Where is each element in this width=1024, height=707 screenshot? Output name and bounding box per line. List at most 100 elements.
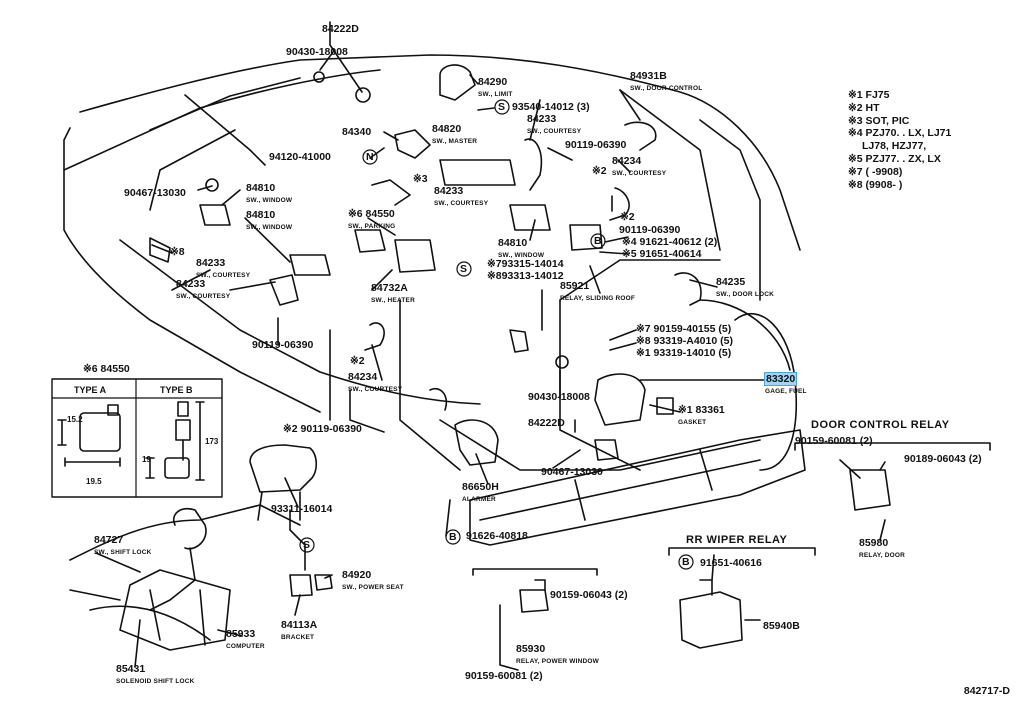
- marker-note-2c: ※2: [350, 355, 365, 367]
- part-label-90467-13030-a[interactable]: 90467-13030: [124, 187, 186, 199]
- part-label-84222d-low[interactable]: 84222D: [528, 417, 565, 429]
- part-number: 84732A: [371, 282, 408, 294]
- door-control-relay-title: DOOR CONTROL RELAY: [811, 419, 950, 431]
- part-description: SW., MASTER: [432, 137, 478, 145]
- part-label-90467-13030-b[interactable]: 90467-13030: [541, 466, 603, 478]
- part-description: RELAY, POWER WINDOW: [516, 657, 600, 665]
- legend-line: ※2 HT: [848, 101, 880, 114]
- marker-note-8-left: ※8: [170, 246, 185, 258]
- variant-legend: ※1 FJ75 ※2 HT ※3 SOT, PIC ※4 PZJ70. . LX…: [848, 89, 951, 191]
- part-number-highlighted[interactable]: 83320: [763, 372, 798, 386]
- part-label-94120-41000[interactable]: 94120-41000: [269, 151, 331, 163]
- part-number: 84233: [176, 278, 206, 290]
- part-label-793315-14014[interactable]: ※793315-14014: [487, 258, 564, 270]
- marker-s: S: [498, 101, 506, 113]
- part-label-90159-40155[interactable]: ※7 90159-40155 (5): [636, 323, 732, 335]
- part-description: RELAY, SLIDING ROOF: [560, 294, 636, 302]
- part-number: 84113A: [281, 619, 318, 631]
- dim-19-5: 19.5: [86, 477, 102, 486]
- part-label-93319-a4010[interactable]: ※8 93319-A4010 (5): [636, 335, 733, 347]
- part-label-90119-06390-d[interactable]: ※2 90119-06390: [283, 423, 362, 435]
- part-label-893313-14012[interactable]: ※893313-14012: [487, 270, 564, 282]
- part-label-90119-06390-a[interactable]: 90119-06390: [565, 139, 627, 151]
- legend-line: ※3 SOT, PIC: [848, 114, 910, 127]
- part-label-90189-06043[interactable]: 90189-06043 (2): [904, 453, 982, 465]
- legend-line: ※5 PZJ77. . ZX, LX: [848, 152, 941, 165]
- part-description: ALARMER: [462, 495, 496, 503]
- part-label-84732a[interactable]: 84732A SW., HEATER: [371, 283, 415, 304]
- dim-19: 19: [142, 455, 151, 464]
- part-description: SW., DOOR LOCK: [716, 290, 775, 298]
- marker-b: B: [682, 556, 690, 568]
- part-description: SW., WINDOW: [498, 251, 545, 259]
- part-number: 85921: [560, 280, 590, 292]
- part-label-91626-40818[interactable]: 91626-40818: [466, 530, 528, 542]
- part-label-90159-60081-b[interactable]: 90159-60081 (2): [795, 435, 873, 447]
- part-label-93540-14012[interactable]: 93540-14012 (3): [512, 101, 590, 113]
- part-label-90119-06390-c[interactable]: 90119-06390: [252, 339, 314, 351]
- part-label-93311-16014[interactable]: 93311-16014: [271, 503, 333, 515]
- part-number: 84810: [498, 237, 528, 249]
- part-label-90430-18008-top[interactable]: 90430-18008: [286, 46, 348, 58]
- part-description: SW., COURTESY: [196, 271, 251, 279]
- part-number: 84820: [432, 123, 462, 135]
- part-label-85940b[interactable]: 85940B: [763, 620, 800, 632]
- legend-line: ※4 PZJ70. . LX, LJ71: [848, 127, 952, 140]
- dim-173: 173: [205, 437, 219, 446]
- part-label-91651-40614[interactable]: ※5 91651-40614: [622, 248, 702, 260]
- part-label-93319-14010[interactable]: ※1 93319-14010 (5): [636, 347, 732, 359]
- part-number: 84920: [342, 569, 372, 581]
- part-description: SW., COURTESY: [527, 127, 582, 135]
- part-label-84550-type-box[interactable]: ※6 84550: [83, 363, 130, 375]
- marker-s: S: [303, 539, 311, 551]
- part-number: 84233: [527, 113, 557, 125]
- legend-line: ※1 FJ75: [848, 89, 890, 101]
- part-number: 84727: [94, 534, 124, 546]
- marker-b: B: [449, 531, 457, 543]
- part-description: SW., COURTESY: [176, 292, 231, 300]
- part-label-84340[interactable]: 84340: [342, 126, 372, 138]
- part-description: SW., HEATER: [371, 296, 415, 304]
- part-label-84222d-top[interactable]: 84222D: [322, 23, 359, 35]
- part-number: 84810: [246, 182, 276, 194]
- part-label-90119-06390-b[interactable]: 90119-06390: [619, 224, 681, 236]
- part-description: SW., COURTESY: [612, 169, 667, 177]
- rr-wiper-relay-title: RR WIPER RELAY: [686, 534, 788, 546]
- part-label-90159-60081-a[interactable]: 90159-60081 (2): [465, 670, 543, 682]
- part-number: 84233: [434, 185, 464, 197]
- part-label-90430-18008-low[interactable]: 90430-18008: [528, 391, 590, 403]
- part-label-91651-40616[interactable]: 91651-40616: [700, 557, 762, 569]
- legend-line: ※8 (9908- ): [848, 178, 903, 191]
- part-number: 84290: [478, 76, 508, 88]
- part-label-91621-40612[interactable]: ※4 91621-40612 (2): [622, 236, 718, 248]
- part-label-90159-06043-a[interactable]: 90159-06043 (2): [550, 589, 628, 601]
- part-description: SW., COURTESY: [348, 385, 403, 393]
